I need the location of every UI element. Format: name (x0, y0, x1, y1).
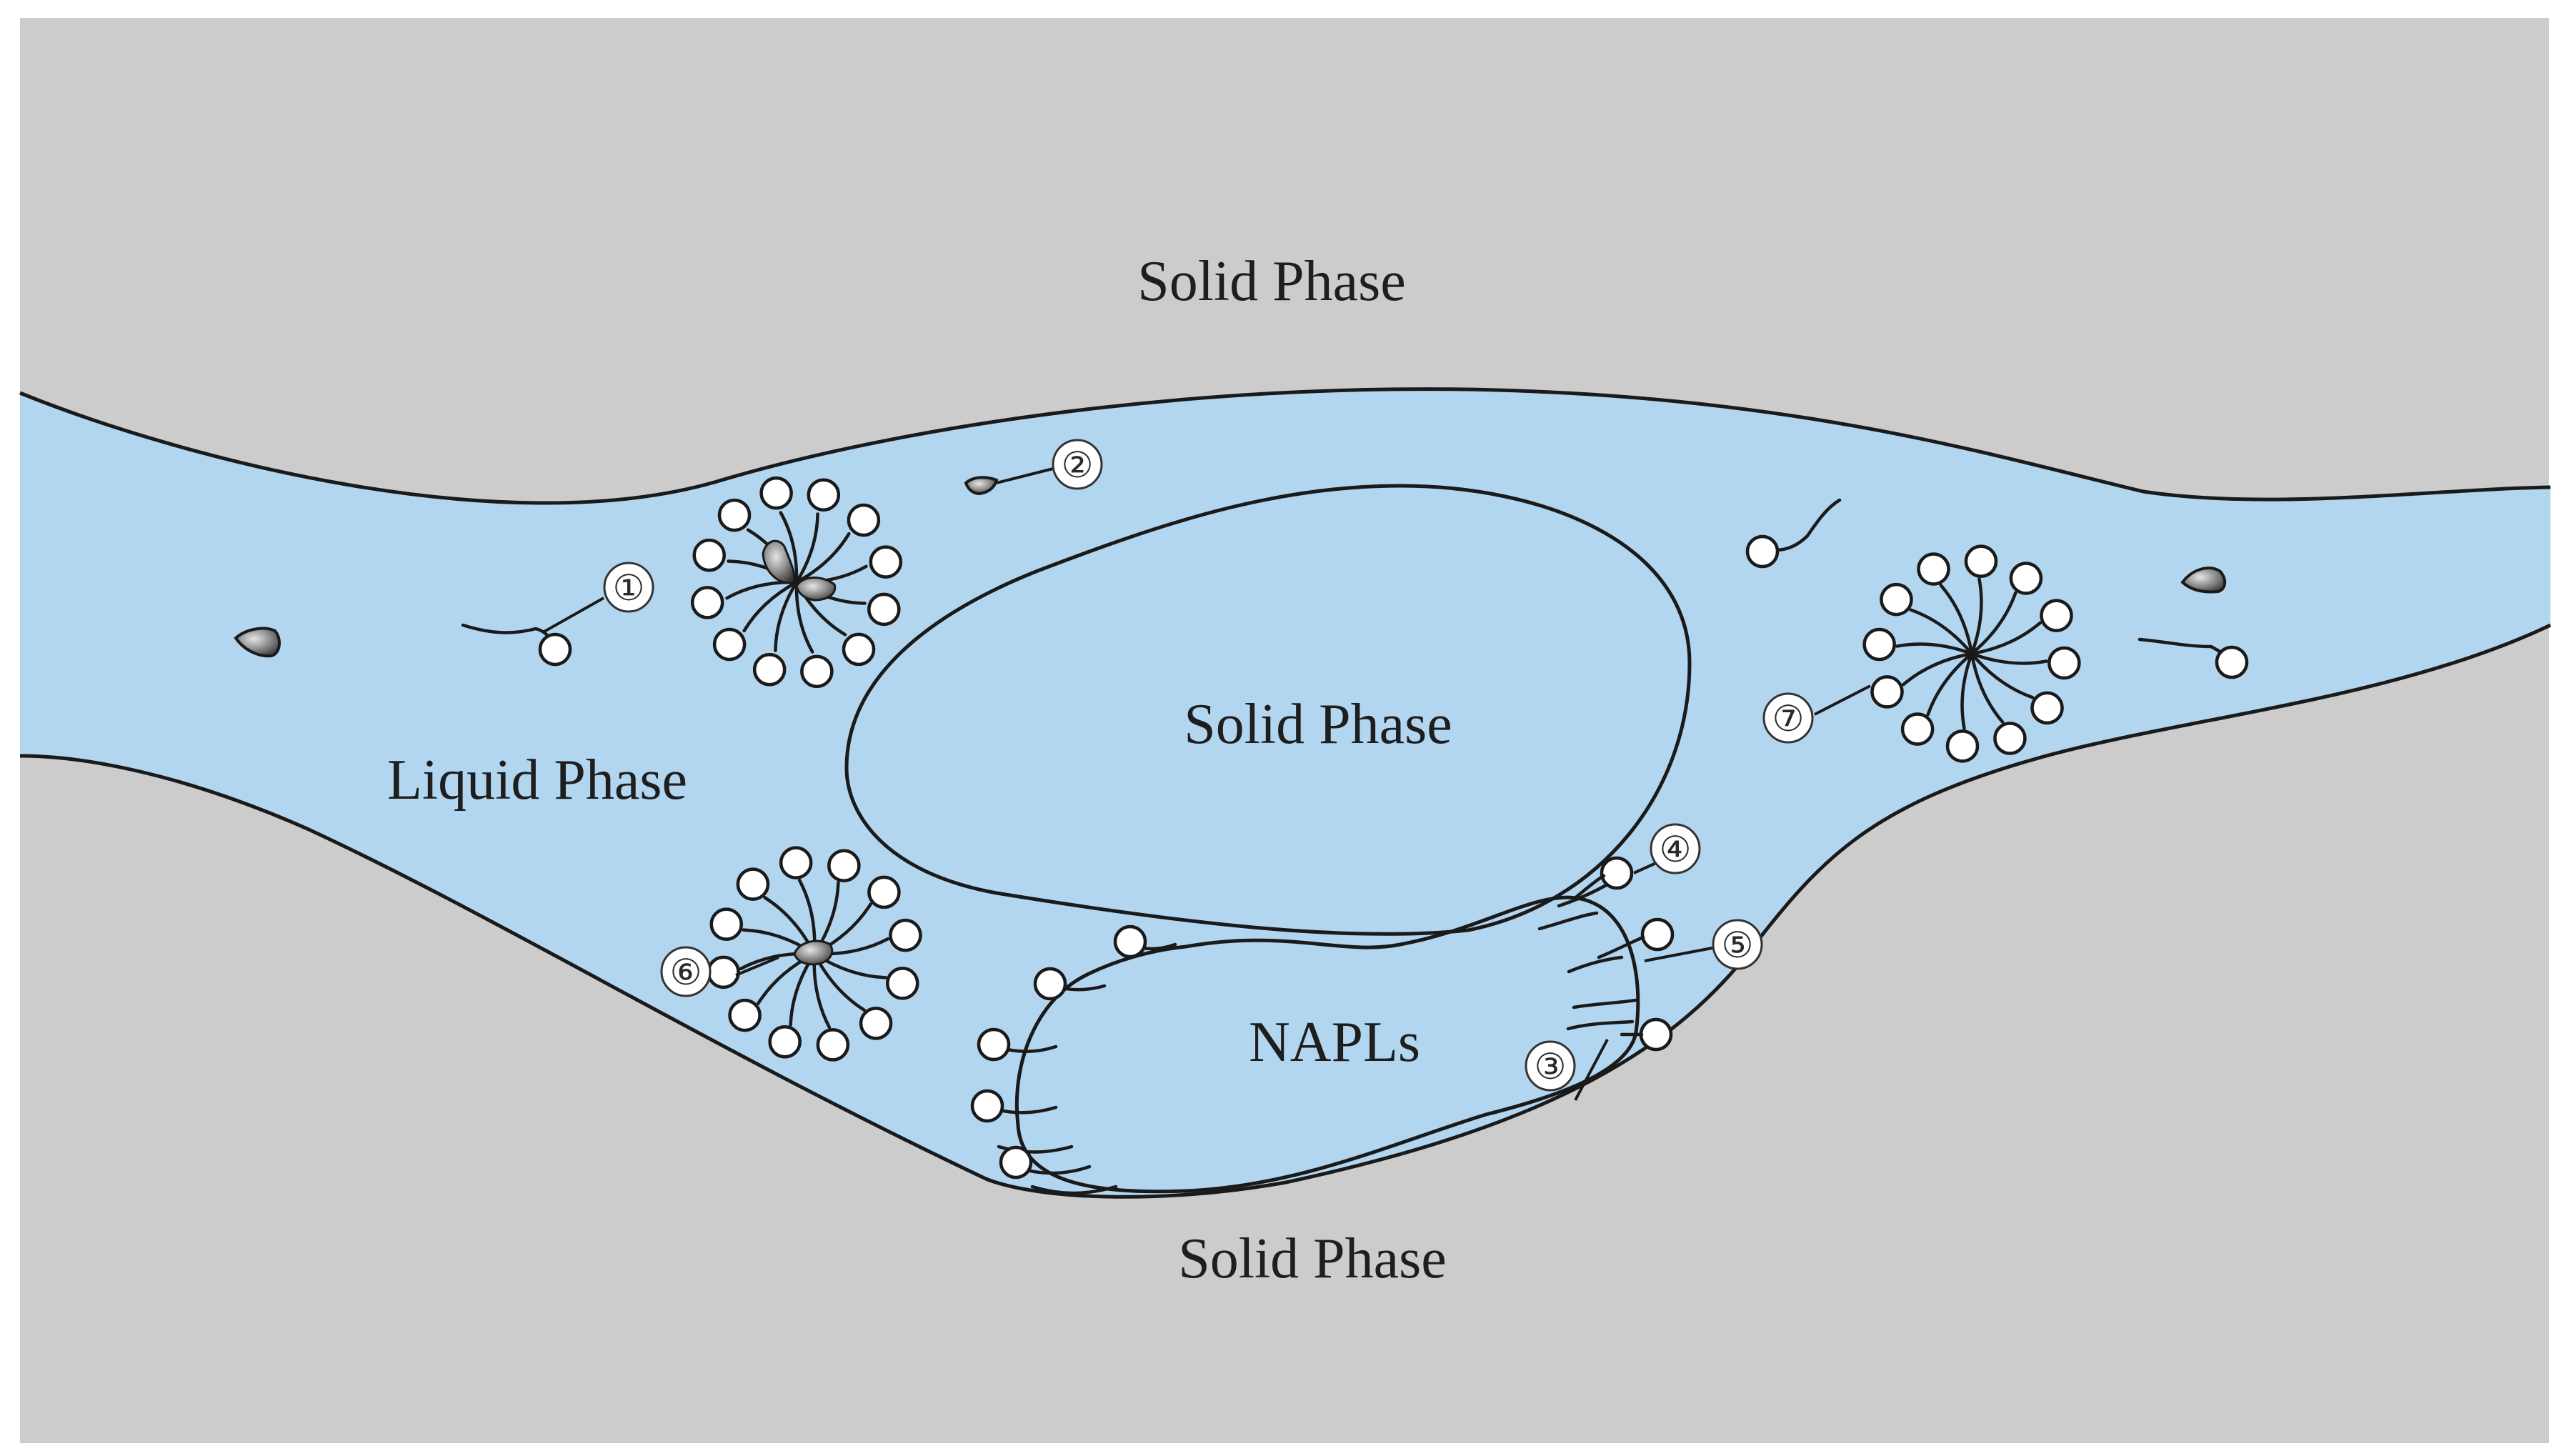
svg-text:⑦: ⑦ (1772, 699, 1805, 739)
marker-7: ⑦ (1762, 692, 1814, 744)
napl-droplet-left (234, 627, 281, 658)
micelle-tail (1895, 642, 1974, 656)
micelle-head (842, 632, 876, 667)
micelle-tail (1970, 621, 2042, 656)
micelle-head (807, 478, 841, 512)
micelle-tail (1926, 652, 1974, 717)
micelle-tail (1909, 608, 1974, 656)
micelle-head (1917, 552, 1950, 586)
svg-text:⑤: ⑤ (1722, 925, 1754, 965)
liquid-phase-label: Liquid Phase (387, 749, 687, 812)
micelle-tail (1939, 584, 1974, 656)
napl-surfactant-connectors (1575, 874, 1645, 1037)
micelle-head (886, 967, 919, 1000)
micelle-head (867, 875, 901, 909)
micelle-head (692, 538, 726, 572)
micelle-head (816, 1028, 850, 1062)
micelle-head (1945, 729, 1980, 763)
svg-text:①: ① (613, 568, 645, 608)
napl-surfactant-heads (970, 856, 1675, 1180)
marker-5: ⑤ (1712, 919, 1763, 970)
micelle-head (1862, 627, 1896, 662)
napl-blob (1014, 895, 1640, 1194)
surfactant-monomer-right-top (1745, 498, 1842, 569)
micelle-tail (1970, 652, 2048, 665)
micelle-tail (1902, 652, 1974, 687)
solid-phase-center-label: Solid Phase (1184, 693, 1452, 756)
micelle-7 (1862, 544, 2081, 763)
central-solid-grain (844, 484, 1692, 936)
micelle-tail (1960, 652, 1974, 730)
marker-2: ② (1052, 439, 1103, 490)
napl-droplet-2 (964, 476, 999, 496)
micelle-6 (707, 846, 922, 1062)
micelle-tail (794, 512, 819, 584)
micelle-napl-core (793, 939, 834, 966)
micelle-tail (774, 580, 799, 652)
micelle-head (889, 918, 922, 952)
micelle-head (707, 955, 740, 989)
marker-4: ④ (1650, 823, 1701, 874)
marker-leaders (542, 467, 1871, 1101)
micelle-head (859, 1007, 893, 1040)
micelle-tail (742, 580, 799, 633)
solid-phase-top-label: Solid Phase (1137, 250, 1406, 313)
marker-6: ⑥ (660, 946, 712, 997)
upper-boundary (19, 387, 2551, 505)
micelle-head (1964, 544, 1998, 578)
micelle-tail (1970, 577, 1983, 656)
micelle-head (728, 998, 762, 1032)
micelle-head (1993, 722, 2027, 755)
micelle-head (2040, 599, 2073, 632)
micelle-tail (794, 532, 851, 584)
lower-boundary (19, 623, 2552, 1199)
marker-1: ① (603, 562, 654, 613)
surfactant-monomer-1 (461, 623, 572, 667)
micelle-head (759, 476, 793, 510)
surfactant-monomer-right (2137, 637, 2249, 679)
svg-text:⑥: ⑥ (670, 952, 702, 992)
micelle-head (1880, 582, 1913, 617)
micelle-tail (1970, 591, 2017, 656)
napl-label: NAPLs (1249, 1011, 1420, 1074)
micelle-tail (779, 511, 799, 584)
solid-phase-bottom-label: Solid Phase (1178, 1227, 1447, 1290)
micelle-head (752, 653, 787, 687)
micelle-with-napl-core (690, 476, 903, 689)
micelle-head (2009, 562, 2043, 595)
micelle-head (867, 592, 901, 627)
micelle-napl-core (762, 539, 796, 584)
micelle-tail (1970, 652, 2035, 699)
micelle-head (768, 1025, 802, 1059)
micelle-head (717, 498, 752, 532)
svg-text:②: ② (1062, 445, 1094, 485)
svg-text:③: ③ (1535, 1047, 1567, 1087)
micelle-head (800, 654, 834, 689)
micelle-head (779, 846, 813, 879)
micelle-head (1900, 712, 1935, 746)
napl-adsorbed-surfactants-right (1537, 882, 1638, 1031)
micelle-head (1870, 675, 1904, 709)
micelle-napl-core (795, 577, 837, 602)
micelle-tail (794, 580, 814, 654)
svg-text:④: ④ (1660, 829, 1692, 869)
micelle-head (736, 867, 770, 901)
napl-droplet-right (2180, 567, 2227, 594)
micelle-head (2047, 646, 2081, 680)
micelle-head (2030, 691, 2064, 725)
marker-3: ③ (1525, 1040, 1576, 1092)
micelle-head (690, 586, 724, 619)
micelle-head (712, 627, 747, 662)
micelle-head (847, 503, 881, 537)
micelle-head (709, 907, 743, 941)
micelle-head (869, 545, 903, 579)
micelle-head (827, 849, 861, 882)
micelle-tail (1970, 652, 2005, 724)
